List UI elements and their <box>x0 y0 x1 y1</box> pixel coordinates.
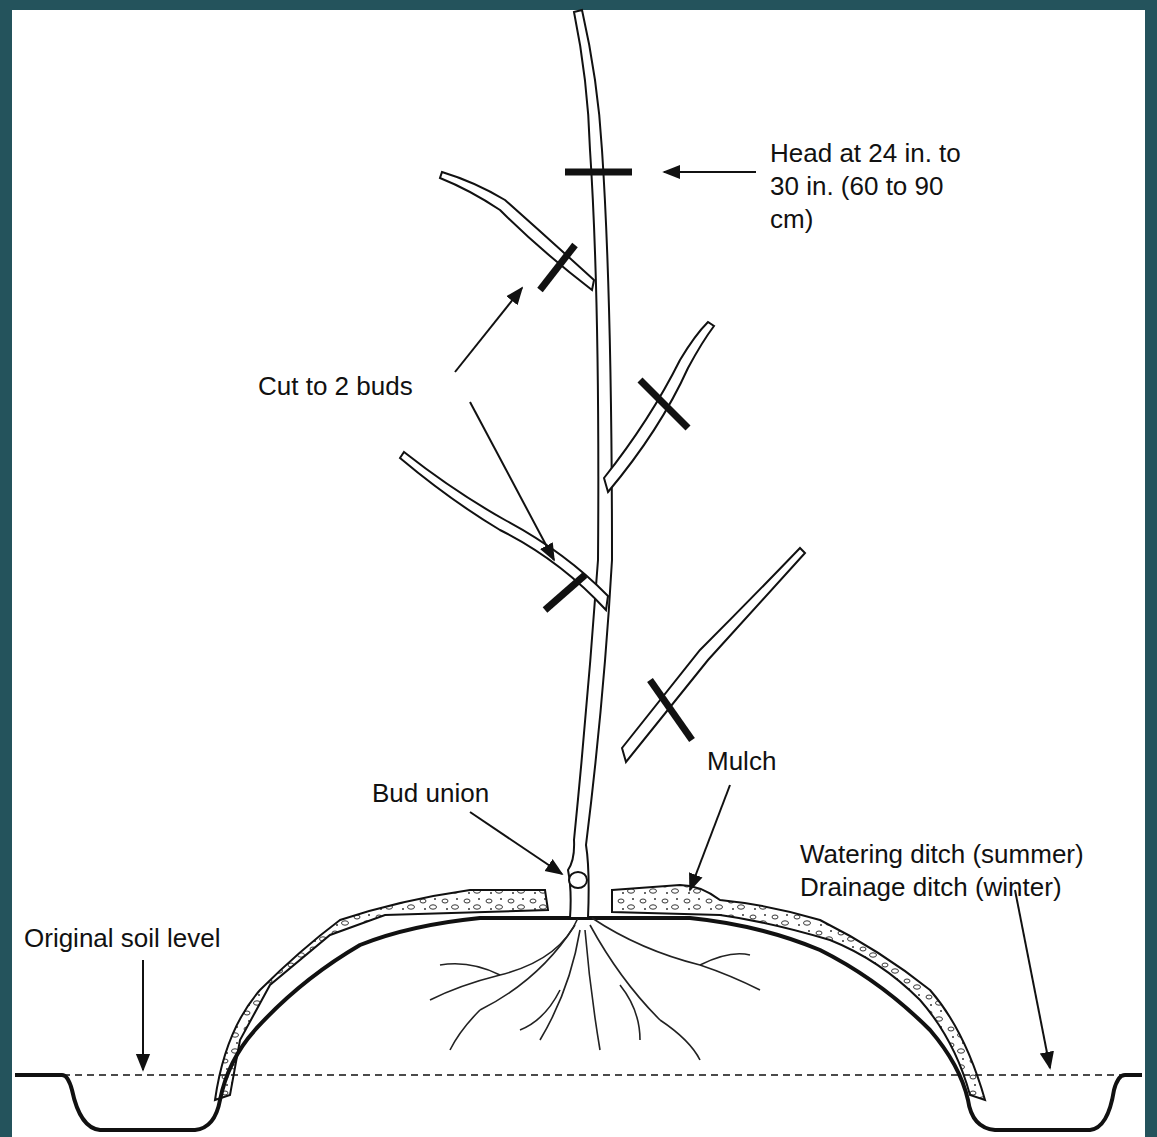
part-label: Watering ditch (summer) <box>800 838 1084 871</box>
leader-arrows <box>143 172 1050 1070</box>
mulch-left <box>215 890 548 1100</box>
part-label: Cut to 2 buds <box>258 370 413 403</box>
trunk <box>568 10 612 918</box>
branches <box>400 172 805 762</box>
part-label: Drainage ditch (winter) <box>800 871 1062 904</box>
dimension-note: Head at 24 in. to 30 in. (60 to 90 cm) <box>770 137 985 236</box>
bud-union-mark <box>569 872 587 888</box>
roots <box>430 918 760 1060</box>
ground-profile <box>15 918 1142 1130</box>
part-label: Mulch <box>707 745 776 778</box>
part-label: Original soil level <box>24 922 221 955</box>
part-label: Bud union <box>372 777 489 810</box>
cut-marks <box>540 172 692 740</box>
